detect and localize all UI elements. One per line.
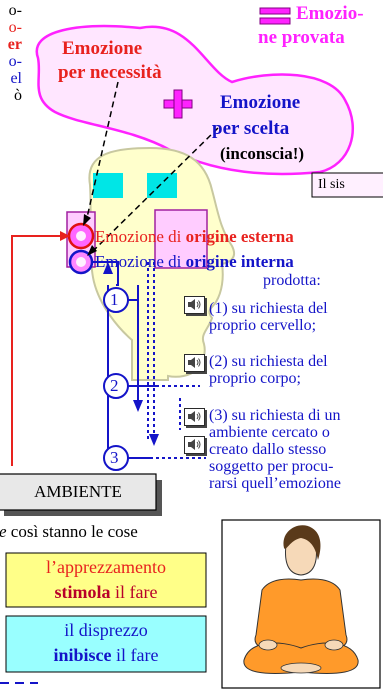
apprezzamento-text: l’apprezzamento stimola il fare: [6, 555, 206, 605]
fragment-line-1: o-: [8, 2, 22, 19]
item-3-line1: (3) su richiesta di un: [209, 407, 341, 424]
brain-rect-right: [154, 209, 208, 269]
disprezzo-line2: inibisce il fare: [53, 645, 159, 665]
external-loop: [11, 235, 67, 466]
bottom-caption: e così stanno le cose: [0, 522, 138, 541]
fragment-line-6: ò: [14, 87, 22, 104]
item-3-line5: rarsi quell’emozione: [209, 475, 341, 492]
disprezzo-line1: il disprezzo: [64, 620, 148, 640]
left-fragment: o- o- er o- el ò: [8, 2, 22, 104]
speaker-icon-3[interactable]: [184, 408, 205, 426]
step-circle-3: [103, 445, 129, 471]
step-circle-2-label: 2: [110, 376, 119, 395]
step-circle-1: [103, 287, 129, 313]
choice-label-line1: Emozione: [220, 92, 301, 113]
emotion-felt-title-line2: ne provata: [258, 27, 345, 48]
fragment-line-2: o-: [8, 19, 22, 36]
item-2: (2) su richiesta del proprio corpo;: [209, 353, 328, 387]
emotion-felt-title-line1: Emozio-: [296, 3, 364, 24]
item-1-line1: (1) su richiesta del: [209, 300, 328, 317]
item-3: (3) su richiesta di un ambiente cercato …: [209, 407, 341, 492]
item-1-line2: proprio cervello;: [209, 317, 317, 334]
item-1: (1) su richiesta del proprio cervello;: [209, 300, 328, 334]
item-3-line2: ambiente cercato o: [209, 424, 330, 441]
apprezzamento-box: [5, 552, 207, 608]
meditating-person-image: [243, 525, 359, 674]
emotion-bubble: [35, 24, 354, 176]
necessity-label-line2: per necessità: [58, 62, 162, 83]
speaker-icon-2[interactable]: [184, 354, 205, 372]
internal-origin-label: Emozione di origine interna: [95, 252, 294, 271]
fragment-line-5: el: [10, 70, 22, 87]
external-origin-label: Emozione di origine esterna: [95, 227, 294, 246]
equals-icon: [259, 7, 291, 15]
disprezzo-text: il disprezzo inibisce il fare: [6, 618, 206, 668]
step-circle-1-label: 1: [110, 290, 119, 309]
item-2-line1: (2) su richiesta del: [209, 353, 328, 370]
necessity-label-line1: Emozione: [62, 38, 143, 59]
fragment-line-3: er: [7, 36, 22, 53]
ambiente-label: AMBIENTE: [34, 482, 122, 501]
choice-label-line2: per scelta: [212, 118, 290, 139]
apprezzamento-line2: stimola il fare: [54, 582, 158, 602]
step-circle-3-label: 3: [110, 448, 119, 467]
produced-label: prodotta:: [263, 272, 321, 289]
speaker-icon-4[interactable]: [184, 436, 205, 454]
step-circle-2: [103, 373, 129, 399]
item-3-line4: soggetto per procu-: [209, 458, 334, 475]
unconscious-label: (inconscia!): [220, 144, 305, 163]
item-2-line2: proprio corpo;: [209, 370, 301, 387]
sis-box: [311, 172, 383, 198]
disprezzo-box: [5, 615, 207, 673]
fragment-line-4: o-: [8, 53, 22, 70]
ambiente-box: [0, 473, 157, 511]
speaker-icon-1[interactable]: [184, 296, 205, 314]
eye-square-left: [93, 173, 123, 198]
item-3-line3: creato dallo stesso: [209, 441, 327, 458]
sis-box-text: Il sis: [318, 177, 345, 192]
apprezzamento-line1: l’apprezzamento: [46, 557, 166, 577]
